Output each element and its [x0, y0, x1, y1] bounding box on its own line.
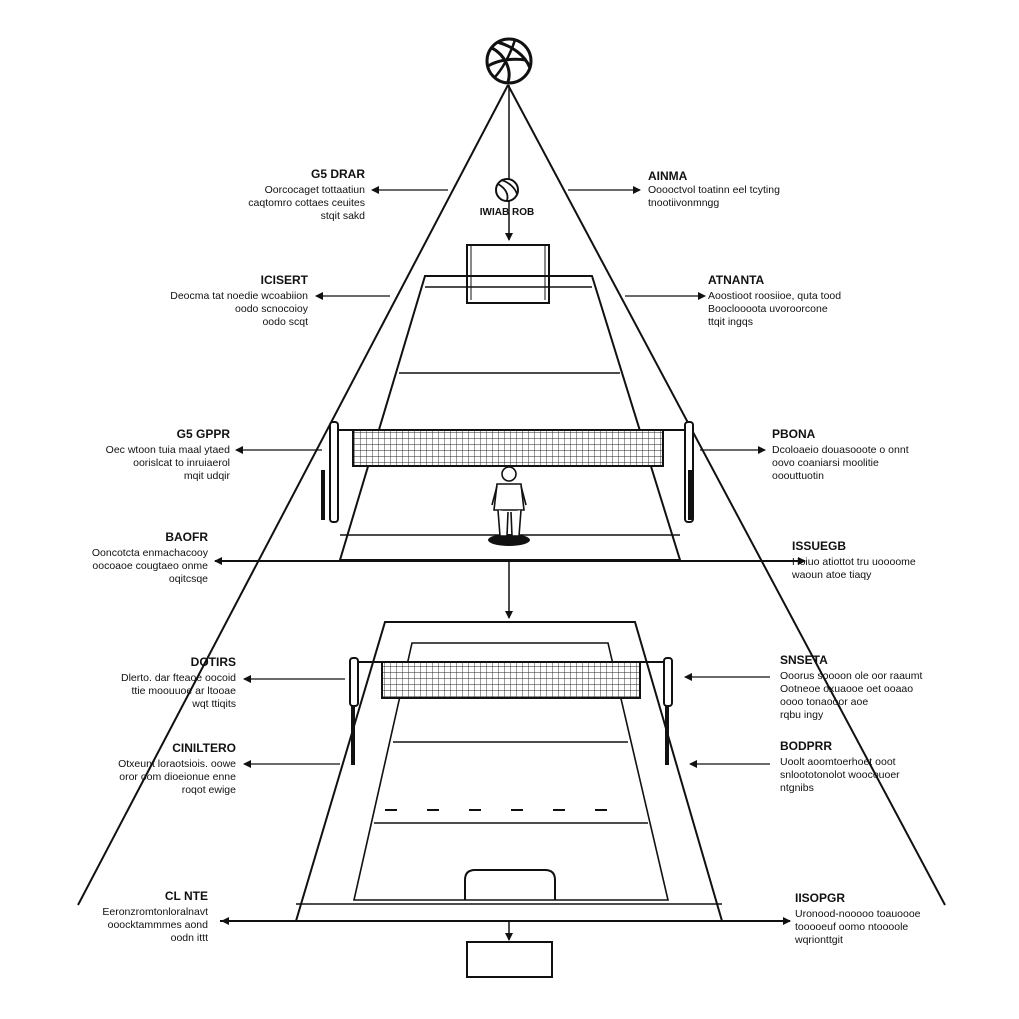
label-title: BODPRR [780, 739, 832, 753]
label-line: ntgnibs [780, 782, 814, 794]
label-right-1: ATNANTA Aoostioot roosiioe, quta tood Bo… [708, 273, 841, 328]
label-title: IISOPGR [795, 891, 845, 905]
bottom-panel [466, 941, 553, 978]
label-line: oodo scnocoioy [235, 303, 309, 315]
right-labels: AINMA Ooooctvol toatinn eel tcyting tnoo… [648, 169, 922, 946]
pyramid-outline [77, 84, 946, 906]
label-line: oror oom dioeionue enne [119, 771, 236, 783]
label-left-4: DOTIRS Dlerto. dar fteaoe oocoid ttie mo… [121, 655, 236, 710]
label-right-6: IISOPGR Uronood-nooooo toauoooe tooooeuf… [794, 891, 921, 946]
label-line: oqitcsqe [169, 573, 208, 585]
label-line: Uoolt aoomtoerhoet ooot [780, 756, 896, 768]
label-title: CL NTE [165, 889, 208, 903]
upper-court [338, 275, 682, 561]
label-title: G5 DRAR [311, 167, 365, 181]
label-title: DOTIRS [191, 655, 236, 669]
label-line: caqtomro cottaes ceuites [248, 197, 365, 209]
label-line: oorislcat to inruiaerol [133, 457, 230, 469]
label-line: ooocktammmes aond [108, 919, 209, 931]
label-line: Otxeunt loraotsiois. oowe [118, 758, 236, 770]
label-title: PBONA [772, 427, 816, 441]
label-right-5: BODPRR Uoolt aoomtoerhoet ooot snloototo… [780, 739, 900, 794]
label-line: oodn ittt [171, 932, 208, 944]
label-line: Aoostioot roosiioe, quta tood [708, 290, 841, 302]
label-line: tnootiivonmngg [648, 197, 719, 209]
left-labels: G5 DRAR Oorcocaget tottaatiun caqtomro c… [92, 167, 365, 944]
label-title: CINILTERO [172, 741, 236, 755]
label-line: Ooncotcta enmachacooy [92, 547, 209, 559]
label-line: Uronood-nooooo toauoooe [795, 908, 921, 920]
label-line: Oorcocaget tottaatiun [265, 184, 366, 196]
label-left-3: BAOFR Ooncotcta enmachacooy oocoaoe coug… [92, 530, 209, 585]
lower-net [349, 657, 673, 765]
label-right-4: SNSETA Ooorus soooon ole oor raaumt Ootn… [780, 653, 922, 721]
label-line: snloototonolot woocouoer [780, 769, 900, 781]
label-line: Dlerto. dar fteaoe oocoid [121, 672, 236, 684]
label-line: ttqit ingqs [708, 316, 753, 328]
label-title: G5 GPPR [177, 427, 231, 441]
label-line: Deocma tat noedie wcoabiion [170, 290, 308, 302]
lower-court [294, 621, 724, 922]
label-line: wqrionttgit [794, 934, 843, 946]
label-line: Ooorus soooon ole oor raaumt [780, 670, 922, 682]
label-line: Ooooctvol toatinn eel tcyting [648, 184, 780, 196]
label-line: Boocloooota uvoroorcone [708, 303, 828, 315]
label-line: waoun atoe tiaqy [791, 569, 872, 581]
label-line: oocoaoe cougtaeo onme [92, 560, 208, 572]
label-line: Ootneoe oxuaooe oet ooaao [780, 683, 913, 695]
label-line: roqot ewige [182, 784, 236, 796]
connector-arrows [214, 186, 806, 925]
label-line: rqbu ingy [780, 709, 824, 721]
label-left-2: G5 GPPR Oec wtoon tuia maal ytaed oorisl… [106, 427, 231, 482]
label-line: oooo tonaooor aoe [780, 696, 868, 708]
label-line: Oec wtoon tuia maal ytaed [106, 444, 230, 456]
label-left-0: G5 DRAR Oorcocaget tottaatiun caqtomro c… [248, 167, 365, 222]
player-figure [488, 466, 530, 546]
upper-net [321, 421, 694, 523]
label-right-3: ISSUEGB Hoiuo atiottot tru uoooome waoun… [791, 539, 916, 581]
label-title: ICISERT [261, 273, 309, 287]
label-line: Dcoloaeio douasooote o onnt [772, 444, 909, 456]
label-line: mqit udqir [184, 470, 231, 482]
volleyball-icon [485, 37, 533, 85]
label-title: ISSUEGB [792, 539, 846, 553]
label-line: Hoiuo atiottot tru uoooome [792, 556, 916, 568]
label-line: oodo scqt [262, 316, 308, 328]
label-line: wqt ttiqits [191, 698, 236, 710]
label-line: tooooeuf oomo ntoooole [795, 921, 908, 933]
top-panel [466, 244, 550, 304]
label-title: AINMA [648, 169, 688, 183]
label-title: BAOFR [165, 530, 208, 544]
ball-caption: IWIAB ROB [480, 207, 534, 218]
label-left-5: CINILTERO Otxeunt loraotsiois. oowe oror… [118, 741, 236, 796]
label-line: Eeronzromtonloralnavt [102, 906, 208, 918]
label-right-2: PBONA Dcoloaeio douasooote o onnt oovo c… [772, 427, 909, 482]
label-line: ooouttuotin [772, 470, 824, 482]
label-right-0: AINMA Ooooctvol toatinn eel tcyting tnoo… [648, 169, 780, 209]
label-title: ATNANTA [708, 273, 765, 287]
label-line: stqit sakd [321, 210, 366, 222]
label-line: oovo coaniarsi moolitie [772, 457, 879, 469]
label-line: ttie moouuoe ar ltooae [132, 685, 237, 697]
label-left-1: ICISERT Deocma tat noedie wcoabiion oodo… [170, 273, 309, 328]
label-title: SNSETA [780, 653, 828, 667]
small-volleyball-icon [495, 178, 519, 202]
label-left-6: CL NTE Eeronzromtonloralnavt ooocktammme… [102, 889, 208, 944]
